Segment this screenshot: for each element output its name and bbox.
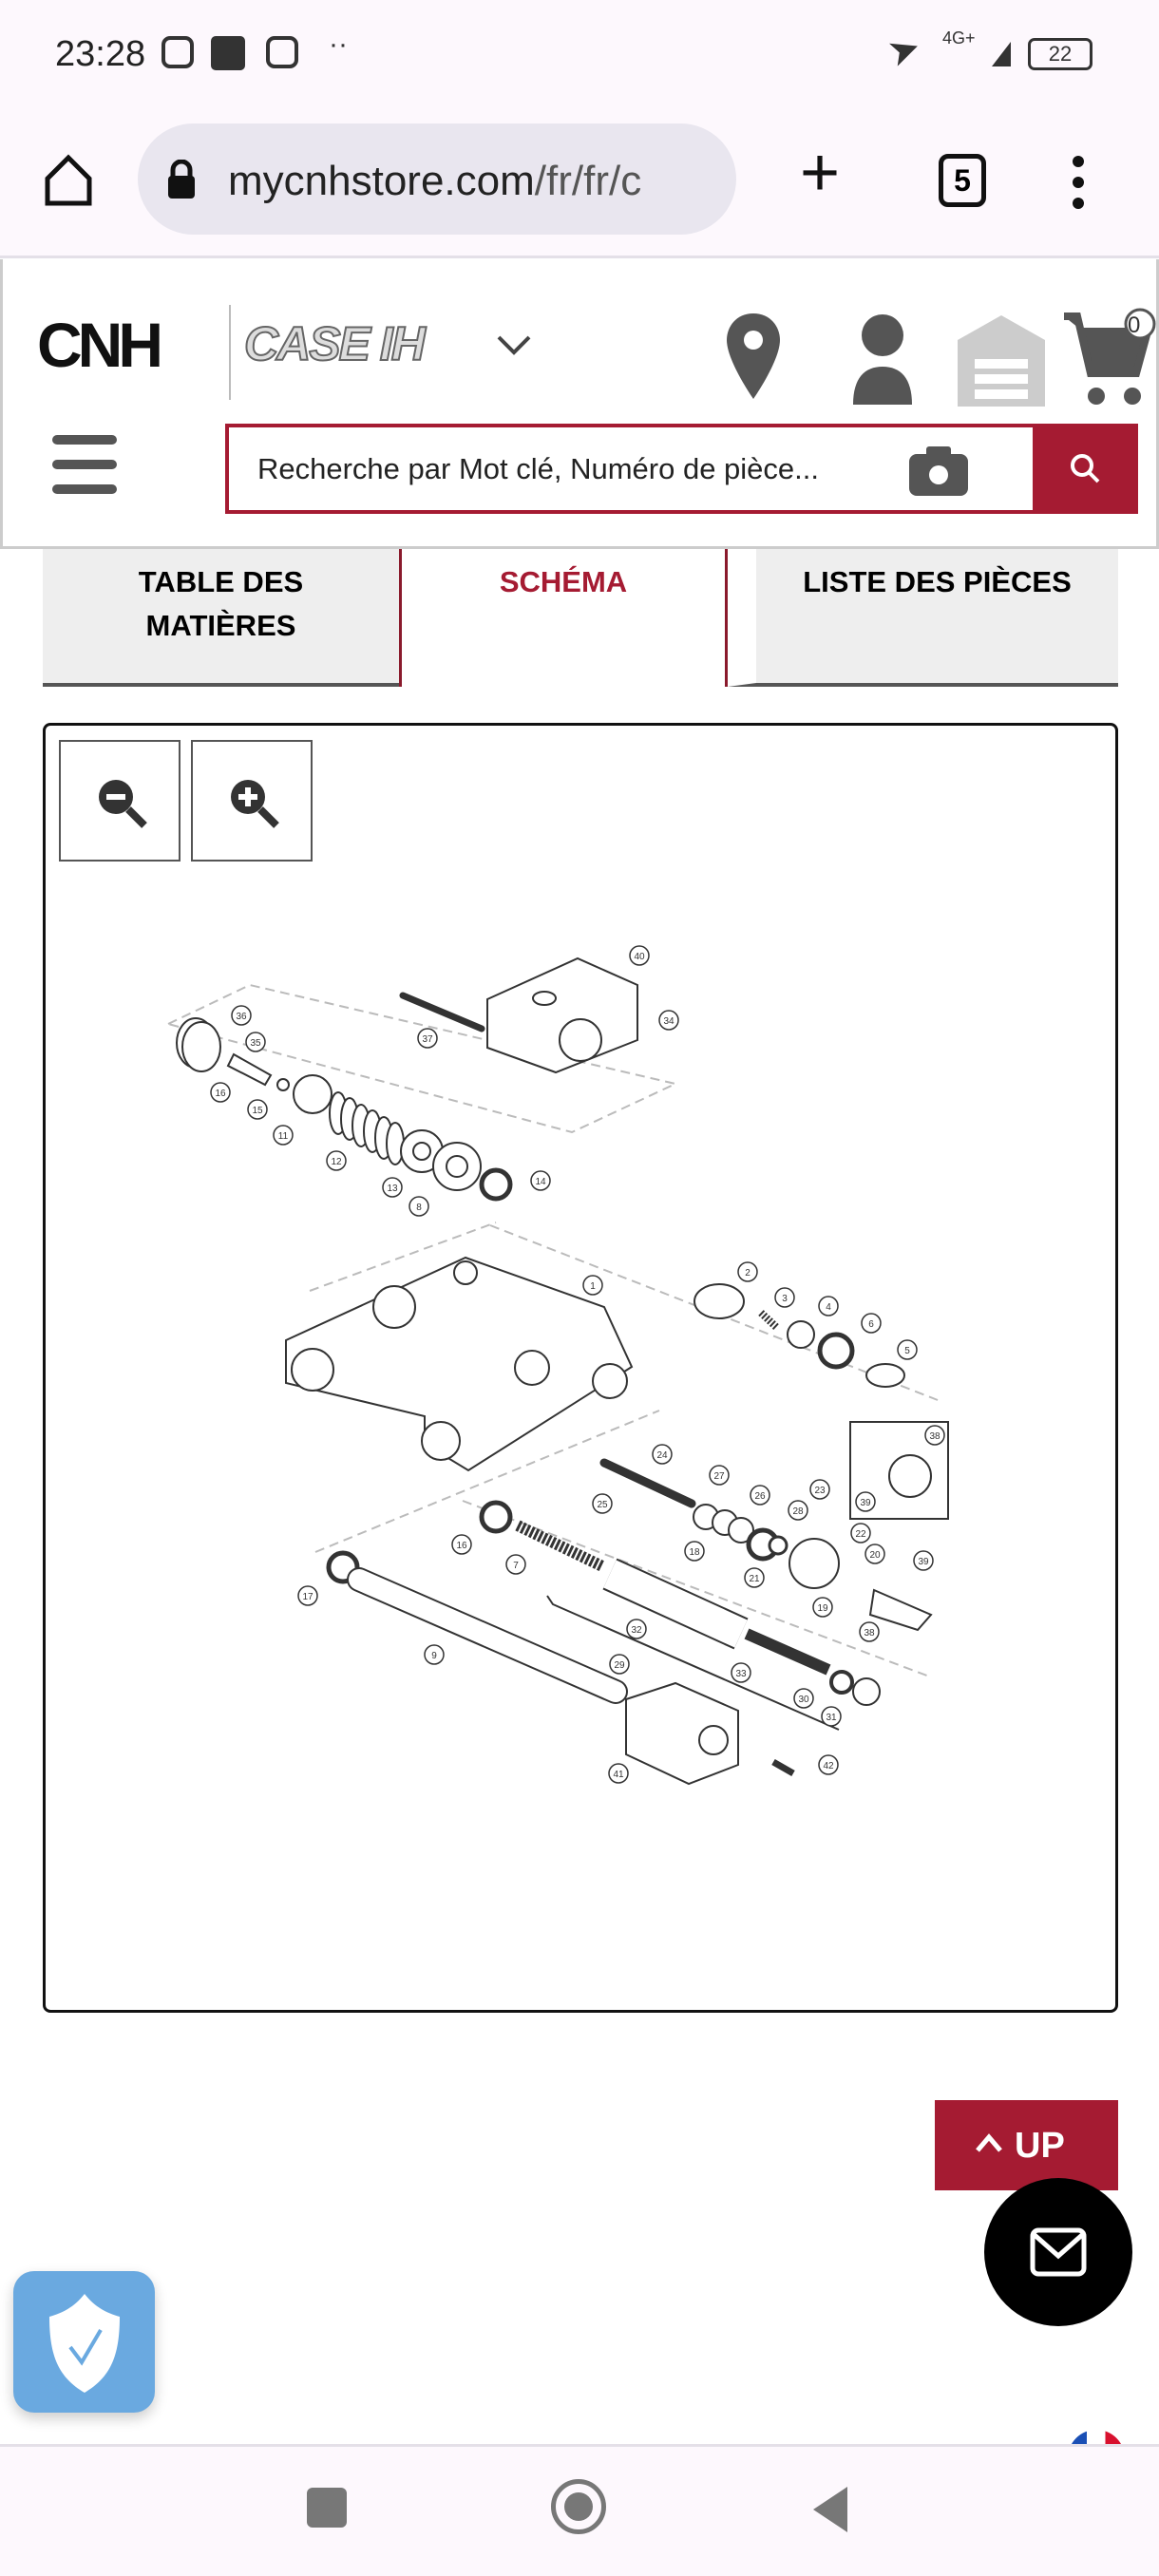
- search-button[interactable]: [1033, 424, 1138, 514]
- tab-schema[interactable]: SCHÉMA: [399, 549, 728, 687]
- zoom-out-icon: [99, 780, 147, 828]
- scroll-up-button[interactable]: UP: [935, 2100, 1118, 2190]
- cart-icon[interactable]: [1062, 307, 1157, 409]
- privacy-shield-button[interactable]: [13, 2271, 155, 2413]
- zoom-in-icon: [231, 780, 279, 828]
- diagram-frame: [43, 723, 1118, 2013]
- location-arrow-icon: ➤: [882, 25, 927, 76]
- tab-table-des-matieres[interactable]: TABLE DES MATIÈRES: [43, 549, 399, 687]
- url-path: /fr/fr/c: [534, 158, 642, 204]
- search-icon: [1071, 454, 1100, 483]
- home-button-icon[interactable]: [551, 2479, 606, 2534]
- menu-dots-icon[interactable]: [1069, 154, 1088, 211]
- divider: [229, 305, 231, 400]
- network-type: 4G+: [942, 28, 976, 47]
- url-host: mycnhstore.com: [228, 158, 535, 204]
- case-ih-logo[interactable]: CASE IH: [243, 316, 427, 371]
- signal-icon: [988, 42, 1011, 66]
- tab-label: SCHÉMA: [499, 565, 628, 598]
- instagram-icon: [162, 36, 194, 68]
- cnh-logo[interactable]: CNH: [37, 310, 163, 380]
- status-time: 23:28: [55, 34, 146, 74]
- recents-icon[interactable]: [307, 2488, 347, 2528]
- status-bar: 23:28 ·· ➤ 4G+ 22: [0, 0, 1159, 114]
- battery-icon: 22: [1028, 38, 1092, 70]
- url-bar[interactable]: mycnhstore.com/fr/fr/c: [138, 123, 736, 235]
- hamburger-menu-icon[interactable]: [52, 435, 117, 494]
- instagram-icon: [266, 36, 298, 68]
- contact-button[interactable]: [984, 2178, 1132, 2326]
- more-notifications-icon: ··: [329, 28, 348, 60]
- search-bar: Recherche par Mot clé, Numéro de pièce..…: [225, 424, 1138, 514]
- mail-icon: [1030, 2227, 1087, 2277]
- shield-check-icon: [49, 2294, 120, 2393]
- tab-liste-des-pieces[interactable]: LISTE DES PIÈCES: [728, 549, 1118, 687]
- zoom-in-button[interactable]: [191, 740, 313, 862]
- chevron-up-icon: [976, 2133, 1002, 2152]
- account-icon[interactable]: [851, 312, 914, 407]
- android-nav-bar: [0, 2444, 1159, 2576]
- garage-icon[interactable]: [958, 312, 1045, 407]
- chevron-down-icon[interactable]: [495, 333, 533, 358]
- browser-toolbar: mycnhstore.com/fr/fr/c + 5: [0, 114, 1159, 258]
- tab-switcher-button[interactable]: 5: [939, 154, 986, 207]
- location-pin-icon[interactable]: [725, 312, 782, 407]
- notes-icon: [211, 36, 245, 70]
- lock-icon: [168, 160, 195, 199]
- zoom-out-button[interactable]: [59, 740, 180, 862]
- new-tab-icon[interactable]: +: [800, 135, 841, 211]
- camera-icon[interactable]: [909, 446, 968, 496]
- home-icon[interactable]: [42, 154, 95, 207]
- search-input[interactable]: Recherche par Mot clé, Numéro de pièce..…: [257, 452, 819, 485]
- back-icon[interactable]: [809, 2485, 849, 2534]
- tab-label: TABLE DES MATIÈRES: [138, 565, 304, 642]
- cart-count: 0: [1128, 313, 1141, 338]
- up-label: UP: [1015, 2126, 1065, 2166]
- tab-label: LISTE DES PIÈCES: [803, 565, 1072, 598]
